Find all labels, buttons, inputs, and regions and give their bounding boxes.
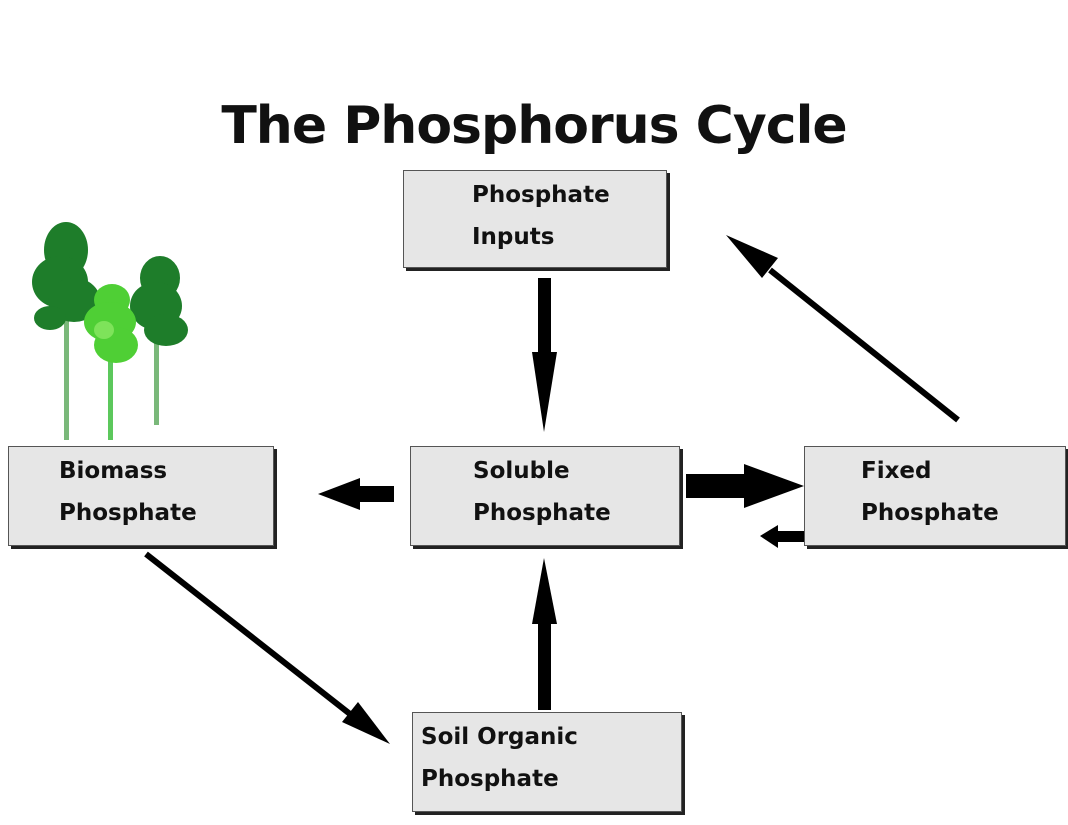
diagram-title: The Phosphorus Cycle <box>221 96 847 156</box>
node-label-line1: Fixed <box>861 458 932 484</box>
node-soil-organic-phosphate: Soil Organic Phosphate <box>412 712 682 812</box>
node-biomass-phosphate: Biomass Phosphate <box>8 446 274 546</box>
node-label-line2: Phosphate <box>473 500 611 526</box>
arrow-biomass-to-soil <box>144 551 390 744</box>
node-label-line2: Inputs <box>472 224 555 250</box>
node-label-line2: Phosphate <box>421 766 559 792</box>
arrow-fixed-to-soluble <box>760 525 804 548</box>
node-fixed-phosphate: Fixed Phosphate <box>804 446 1066 546</box>
node-phosphate-inputs: Phosphate Inputs <box>403 170 667 268</box>
arrow-fixed-to-inputs <box>726 235 960 423</box>
node-label-line2: Phosphate <box>861 500 999 526</box>
arrow-inputs-to-soluble <box>532 278 557 432</box>
node-label-line1: Soluble <box>473 458 570 484</box>
node-label-line1: Biomass <box>59 458 168 484</box>
node-label-line2: Phosphate <box>59 500 197 526</box>
node-label-line1: Phosphate <box>472 182 610 208</box>
arrow-soluble-to-fixed <box>686 464 804 508</box>
arrow-soluble-to-biomass <box>318 478 394 510</box>
node-label-line1: Soil Organic <box>421 724 578 750</box>
node-soluble-phosphate: Soluble Phosphate <box>410 446 680 546</box>
arrow-soil-to-soluble <box>532 558 557 710</box>
